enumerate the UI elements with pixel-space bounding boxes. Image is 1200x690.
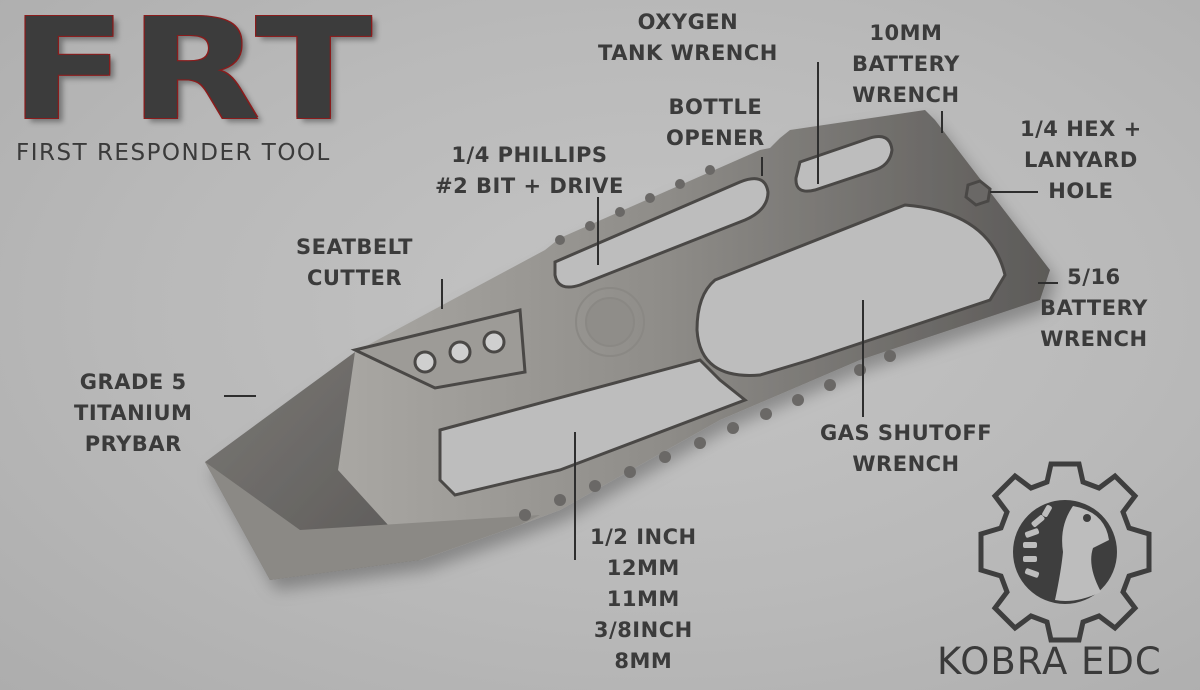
leader-line-hex <box>990 191 1038 193</box>
callout-hex-lanyard-hole: 1/4 HEX + LANYARD HOLE <box>1020 117 1142 203</box>
callout-wrench-sizes: 1/2 INCH 12MM 11MM 3/8INCH 8MM <box>590 525 697 673</box>
callout-10mm-battery-wrench: 10MM BATTERY WRENCH <box>852 21 960 107</box>
callout-5-16-battery-wrench: 5/16 BATTERY WRENCH <box>1040 265 1148 351</box>
leader-line-gas <box>862 300 864 417</box>
leader-line-5-16 <box>1038 282 1058 284</box>
leader-line-seatbelt <box>441 279 443 309</box>
gear-cobra-logo-icon <box>978 461 1152 643</box>
product-title: FRT <box>10 0 375 152</box>
leader-line-sizes <box>574 432 576 560</box>
callout-gas-shutoff-wrench: GAS SHUTOFF WRENCH <box>820 421 993 476</box>
brand-name: KOBRA EDC <box>937 640 1162 683</box>
product-subtitle: FIRST RESPONDER TOOL <box>16 140 331 166</box>
callout-titanium-prybar: GRADE 5 TITANIUM PRYBAR <box>74 370 193 456</box>
engraved-logo-icon <box>575 287 645 357</box>
leader-line-prybar <box>224 395 256 397</box>
callout-seatbelt-cutter: SEATBELT CUTTER <box>296 235 413 290</box>
leader-line-phillips <box>597 197 599 265</box>
callout-phillips-bit-drive: 1/4 PHILLIPS #2 BIT + DRIVE <box>435 143 624 198</box>
callout-oxygen-tank-wrench: OXYGEN TANK WRENCH <box>598 10 778 65</box>
leader-line-10mm <box>941 111 943 133</box>
callout-bottle-opener: BOTTLE OPENER <box>666 95 765 150</box>
leader-line-oxygen <box>817 62 819 184</box>
leader-line-bottle <box>761 157 763 176</box>
